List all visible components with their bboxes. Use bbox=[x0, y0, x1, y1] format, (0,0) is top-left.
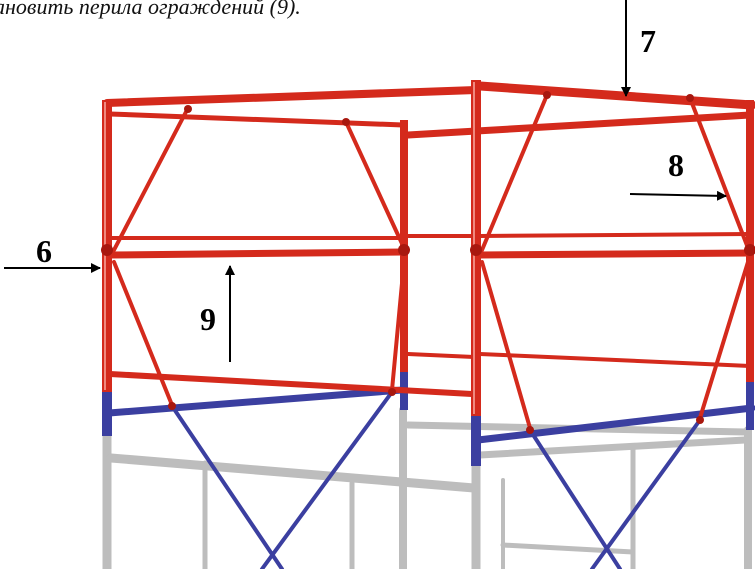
label-6: 6 bbox=[36, 233, 52, 269]
label-9: 9 bbox=[200, 301, 216, 337]
arrow-8 bbox=[629, 190, 727, 201]
callout-6: 6 bbox=[4, 233, 101, 273]
frame-joints bbox=[101, 91, 755, 434]
callout-9: 9 bbox=[200, 265, 235, 362]
lower-grey-frames bbox=[102, 406, 752, 569]
blue-diagonal-ties bbox=[170, 390, 702, 569]
instruction-caption: ановить перила ограждений (9). bbox=[0, 0, 301, 19]
label-7: 7 bbox=[640, 23, 656, 59]
red-horizontal-rails bbox=[103, 81, 755, 397]
blue-horizontal-ties bbox=[105, 386, 755, 444]
label-8: 8 bbox=[668, 147, 684, 183]
callout-7: 7 bbox=[621, 0, 656, 97]
red-diagonal-braces bbox=[112, 93, 750, 430]
callout-8: 8 bbox=[629, 147, 727, 201]
